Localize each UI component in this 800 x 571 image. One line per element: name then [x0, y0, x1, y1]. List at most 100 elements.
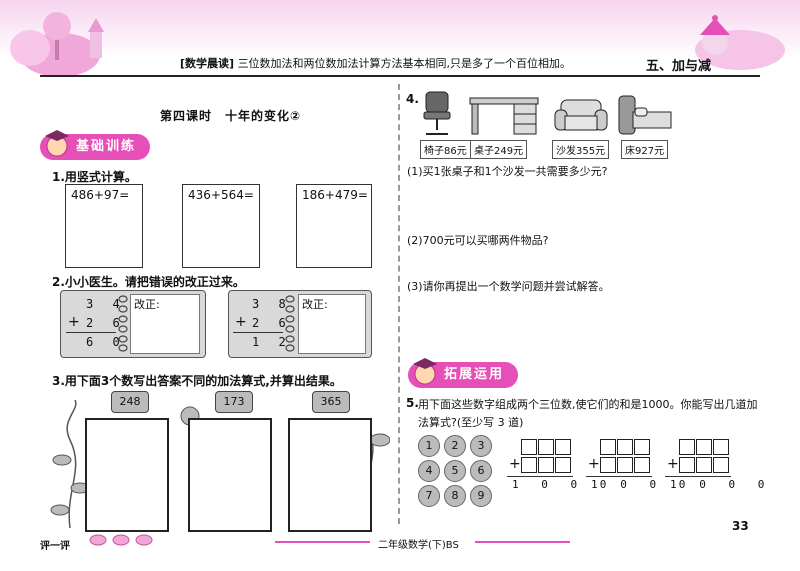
digit-slot[interactable]	[617, 457, 633, 473]
q2-card-1-fix-label: 改正:	[134, 298, 160, 311]
digit-coin: 4	[418, 460, 440, 482]
q2-card-1-rule	[66, 332, 116, 333]
unit-title: 五、加与减	[646, 59, 712, 74]
header-tip-text: 三位数加法和两位数加法计算方法基本相同,只是多了一个百位相加。	[237, 57, 572, 70]
grid-1-rule	[507, 476, 573, 477]
digit-slot[interactable]	[634, 439, 650, 455]
digit-coin: 3	[470, 435, 492, 457]
section-badge-extend: 拓展运用	[408, 358, 519, 388]
q2-card-2-fix-label: 改正:	[302, 298, 328, 311]
q1-item-2: 436+564=	[188, 188, 254, 202]
q1-box-2[interactable]	[182, 184, 260, 268]
header-decoration	[0, 0, 800, 78]
q2-label: 2.小小医生。请把错误的改正过来。	[52, 275, 245, 289]
header-tag: [数学晨读]	[180, 57, 235, 70]
q4-sub1: (1)买1张桌子和1个沙发一共需要多少元?	[407, 165, 608, 178]
footer-rule-left	[275, 541, 370, 543]
digit-coin: 1	[418, 435, 440, 457]
section-badge-basic-label: 基础训练	[76, 139, 137, 154]
digit-slot[interactable]	[521, 457, 537, 473]
chair-price: 椅子86元	[420, 140, 471, 159]
grid-2-plus: +	[588, 456, 600, 472]
q1-box-3[interactable]	[296, 184, 372, 268]
grad-hat-icon	[413, 358, 437, 385]
digit-slot[interactable]	[617, 439, 633, 455]
digit-coin: 6	[470, 460, 492, 482]
desk-price: 桌子249元	[470, 140, 528, 159]
page-number: 33	[732, 519, 749, 533]
q4-label: 4.	[406, 92, 419, 106]
header-scenery-icon	[10, 12, 785, 77]
footer-grade: 二年级数学(下)BS	[378, 540, 459, 551]
grid-3-plus: +	[667, 456, 679, 472]
digit-slot[interactable]	[696, 439, 712, 455]
column-divider	[398, 84, 400, 524]
q2-card-1-plus: +	[68, 314, 80, 330]
q3-answer-box-1[interactable]	[85, 418, 169, 532]
q4-sub3: (3)请你再提出一个数学问题并尝试解答。	[407, 280, 610, 293]
digit-coin: 9	[470, 485, 492, 507]
digit-slot[interactable]	[521, 439, 537, 455]
digit-coin: 7	[418, 485, 440, 507]
digit-slot[interactable]	[538, 457, 554, 473]
digit-slot[interactable]	[555, 439, 571, 455]
digit-coin: 5	[444, 460, 466, 482]
grid-3-sum: 1 0 0 0	[670, 478, 773, 491]
digit-slot[interactable]	[600, 457, 616, 473]
sofa-icon	[554, 99, 608, 131]
header-tip: [数学晨读] 三位数加法和两位数加法计算方法基本相同,只是多了一个百位相加。	[180, 55, 571, 71]
bed-icon	[618, 95, 672, 135]
q1-item-3: 186+479=	[302, 188, 368, 202]
digit-slot[interactable]	[679, 457, 695, 473]
digit-slot[interactable]	[679, 439, 695, 455]
spiral-binding-icon	[118, 295, 128, 352]
q3-number-2: 173	[215, 391, 253, 413]
desk-icon	[469, 97, 539, 135]
grid-1-plus: +	[509, 456, 521, 472]
digit-slot[interactable]	[634, 457, 650, 473]
q2-card-2-top: 3 8 9	[252, 297, 319, 311]
digit-coin: 2	[444, 435, 466, 457]
jungle-vines-icon	[50, 400, 390, 528]
q5-text-line2: 法算式?(至少写 3 道)	[418, 416, 524, 429]
digit-slot[interactable]	[600, 439, 616, 455]
q2-card-2-correction[interactable]	[298, 294, 366, 354]
digit-coin: 8	[444, 485, 466, 507]
q3-number-1: 248	[111, 391, 149, 413]
grid-3-rule	[665, 476, 731, 477]
q5-label: 5.	[406, 396, 419, 410]
section-badge-basic: 基础训练	[40, 130, 151, 160]
sofa-price: 沙发355元	[552, 140, 610, 159]
bed-price: 床927元	[621, 140, 669, 159]
q3-label: 3.用下面3个数写出答案不同的加法算式,并算出结果。	[52, 374, 342, 388]
q1-item-1: 486+97=	[71, 188, 130, 202]
digit-slot[interactable]	[538, 439, 554, 455]
q1-label: 1.用竖式计算。	[52, 170, 137, 184]
q2-card-1-correction[interactable]	[130, 294, 200, 354]
q2-card-2-rule	[233, 332, 283, 333]
q3-answer-box-2[interactable]	[188, 418, 272, 532]
grid-1-sum: 1 0 0 0	[512, 478, 615, 491]
q4-sub2: (2)700元可以买哪两件物品?	[407, 234, 549, 247]
grad-hat-icon	[45, 130, 69, 157]
q3-answer-box-3[interactable]	[288, 418, 372, 532]
grid-2-rule	[586, 476, 652, 477]
q2-card-2-plus: +	[235, 314, 247, 330]
footer-rule-right	[475, 541, 570, 543]
digit-slot[interactable]	[713, 439, 729, 455]
spiral-binding-icon	[285, 295, 295, 352]
section-badge-extend-label: 拓展运用	[444, 367, 505, 382]
flower-rating-icon	[89, 534, 153, 546]
digit-slot[interactable]	[555, 457, 571, 473]
digit-slot[interactable]	[713, 457, 729, 473]
q2-card-2-mid: 2 6 4	[252, 316, 319, 330]
q2-card-2-result: 1 2 5	[252, 335, 319, 349]
chair-icon	[423, 91, 451, 135]
lesson-title: 第四课时 十年的变化②	[160, 109, 302, 123]
footer-eval-label: 评一评	[40, 541, 70, 552]
header-rule	[40, 75, 760, 77]
digit-slot[interactable]	[696, 457, 712, 473]
q3-number-3: 365	[312, 391, 350, 413]
q1-box-1[interactable]	[65, 184, 143, 268]
